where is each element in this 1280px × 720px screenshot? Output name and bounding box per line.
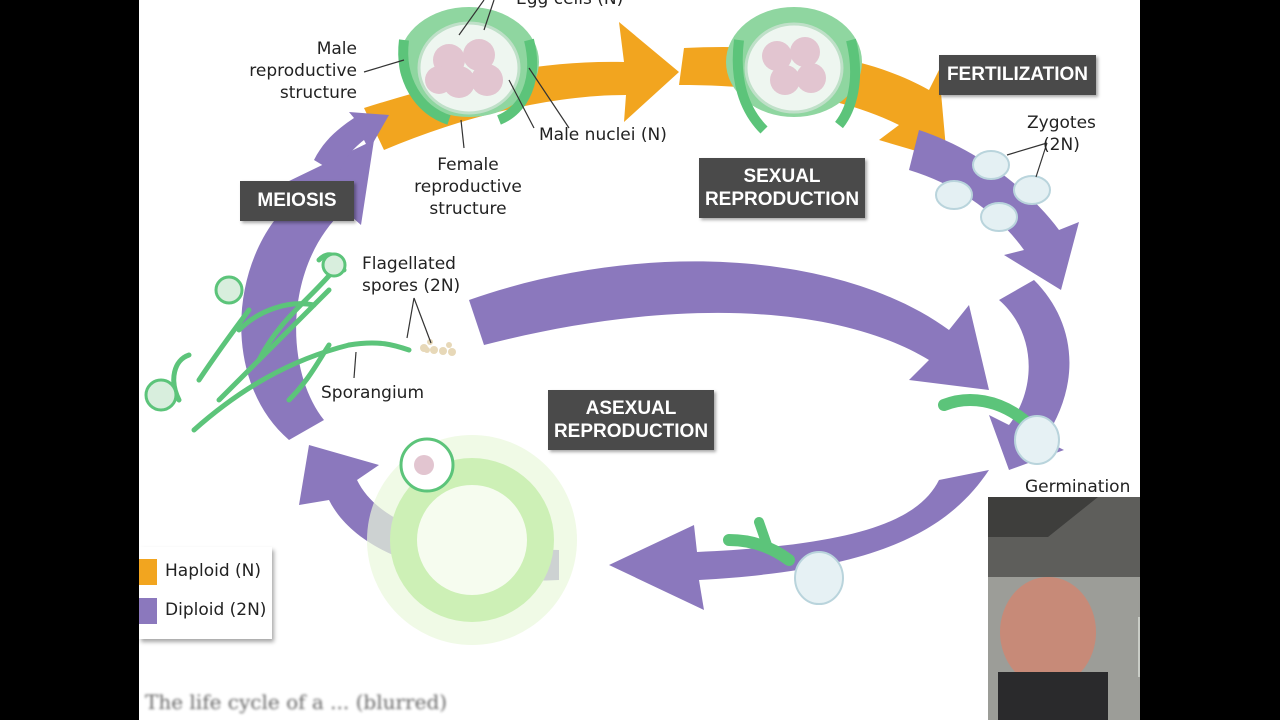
flagellated-spores — [420, 339, 456, 356]
stage-sexual-line2: REPRODUCTION — [704, 189, 860, 210]
zygotes — [935, 150, 1051, 232]
label-male-repro: Male reproductive structure — [247, 38, 357, 104]
spiky-spore-ball — [367, 435, 577, 645]
label-egg-cells: Egg cells (N) — [516, 0, 623, 10]
stage-asexual: ASEXUAL REPRODUCTION — [548, 390, 714, 450]
legend: Haploid (N) Diploid (2N) — [139, 547, 272, 639]
stage-asexual-line2: REPRODUCTION — [553, 421, 709, 442]
webcam-overlay — [988, 497, 1140, 720]
stage-sexual: SEXUAL REPRODUCTION — [699, 158, 865, 218]
label-male-repro-line2: reproductive — [249, 61, 357, 81]
label-female-repro-line2: reproductive — [414, 177, 522, 197]
label-flagellated: Flagellated spores (2N) — [362, 253, 460, 297]
label-male-repro-line3: structure — [279, 83, 357, 103]
label-zygotes-line1: Zygotes — [1027, 113, 1096, 133]
spore-circles — [144, 252, 347, 412]
stage-fertilization: FERTILIZATION — [939, 55, 1096, 95]
label-flagellated-line2: spores (2N) — [362, 276, 461, 296]
stage-sexual-line1: SEXUAL — [743, 166, 821, 187]
label-flagellated-line1: Flagellated — [362, 254, 456, 274]
legend-diploid-swatch — [139, 598, 157, 624]
female-structure-2 — [726, 7, 862, 134]
label-female-repro-line3: structure — [429, 199, 507, 219]
leader-lines — [353, 0, 1048, 379]
blurred-caption: The life cycle of a ... (blurred) — [145, 690, 448, 714]
label-male-repro-line1: Male — [316, 39, 357, 59]
label-germination: Germination — [1025, 477, 1131, 497]
sporangium-hyphae — [171, 252, 412, 433]
label-female-repro-line1: Female — [437, 155, 499, 175]
webcam-scene — [988, 497, 1140, 720]
legend-haploid-label: Haploid (N) — [165, 561, 262, 581]
label-male-nuclei: Male nuclei (N) — [539, 125, 667, 145]
label-zygotes-line2: (2N) — [1043, 135, 1080, 155]
life-cycle-diagram — [144, 0, 1079, 645]
germination — [723, 394, 1060, 605]
stage-asexual-line1: ASEXUAL — [585, 398, 677, 419]
label-sporangium: Sporangium — [321, 383, 425, 403]
label-female-repro: Female reproductive structure — [409, 154, 527, 220]
label-zygotes: Zygotes (2N) — [1027, 112, 1096, 156]
female-structure-1 — [398, 7, 539, 125]
diagram-panel: Egg cells (N) Male reproductive structur… — [139, 0, 1140, 720]
legend-diploid-label: Diploid (2N) — [165, 600, 267, 620]
stage-meiosis: MEIOSIS — [240, 181, 354, 221]
legend-haploid-swatch — [139, 559, 157, 585]
